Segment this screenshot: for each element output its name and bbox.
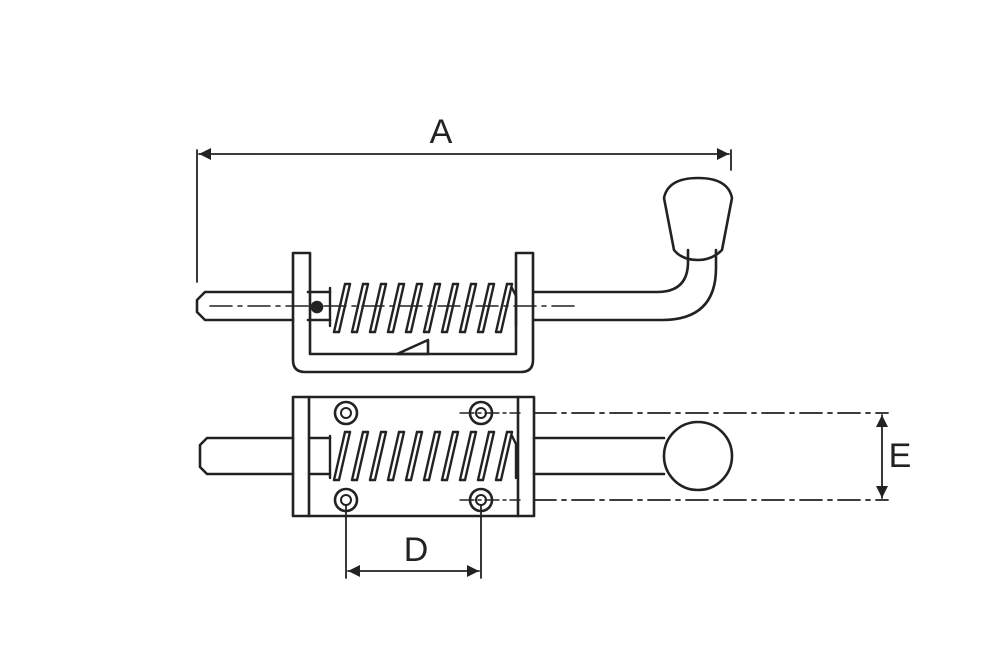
plate-inner-lines bbox=[307, 395, 520, 518]
dimensions bbox=[196, 148, 889, 579]
side-view bbox=[195, 176, 734, 374]
bolt-rod-tip-top bbox=[198, 436, 295, 476]
retaining-pin bbox=[310, 300, 324, 314]
top-view bbox=[198, 395, 734, 518]
coil-spring-side bbox=[328, 282, 518, 334]
handle-knob-top bbox=[662, 420, 734, 492]
bracket-wedge bbox=[395, 338, 430, 356]
dimension-label-e: E bbox=[889, 437, 912, 475]
bolt-rod-inner bbox=[306, 290, 332, 322]
bolt-rod-right bbox=[532, 248, 718, 322]
coil-spring-top bbox=[328, 430, 518, 482]
hole-centerlines bbox=[459, 412, 521, 501]
bolt-rod-right-top bbox=[532, 436, 666, 476]
bolt-rod-tip bbox=[195, 290, 295, 322]
dimension-label-a: A bbox=[430, 113, 453, 151]
u-bracket bbox=[291, 251, 535, 374]
mounting-hole bbox=[333, 400, 359, 426]
handle-knob-side bbox=[662, 176, 734, 262]
dimension-label-d: D bbox=[404, 531, 429, 569]
base-plate bbox=[291, 395, 536, 518]
